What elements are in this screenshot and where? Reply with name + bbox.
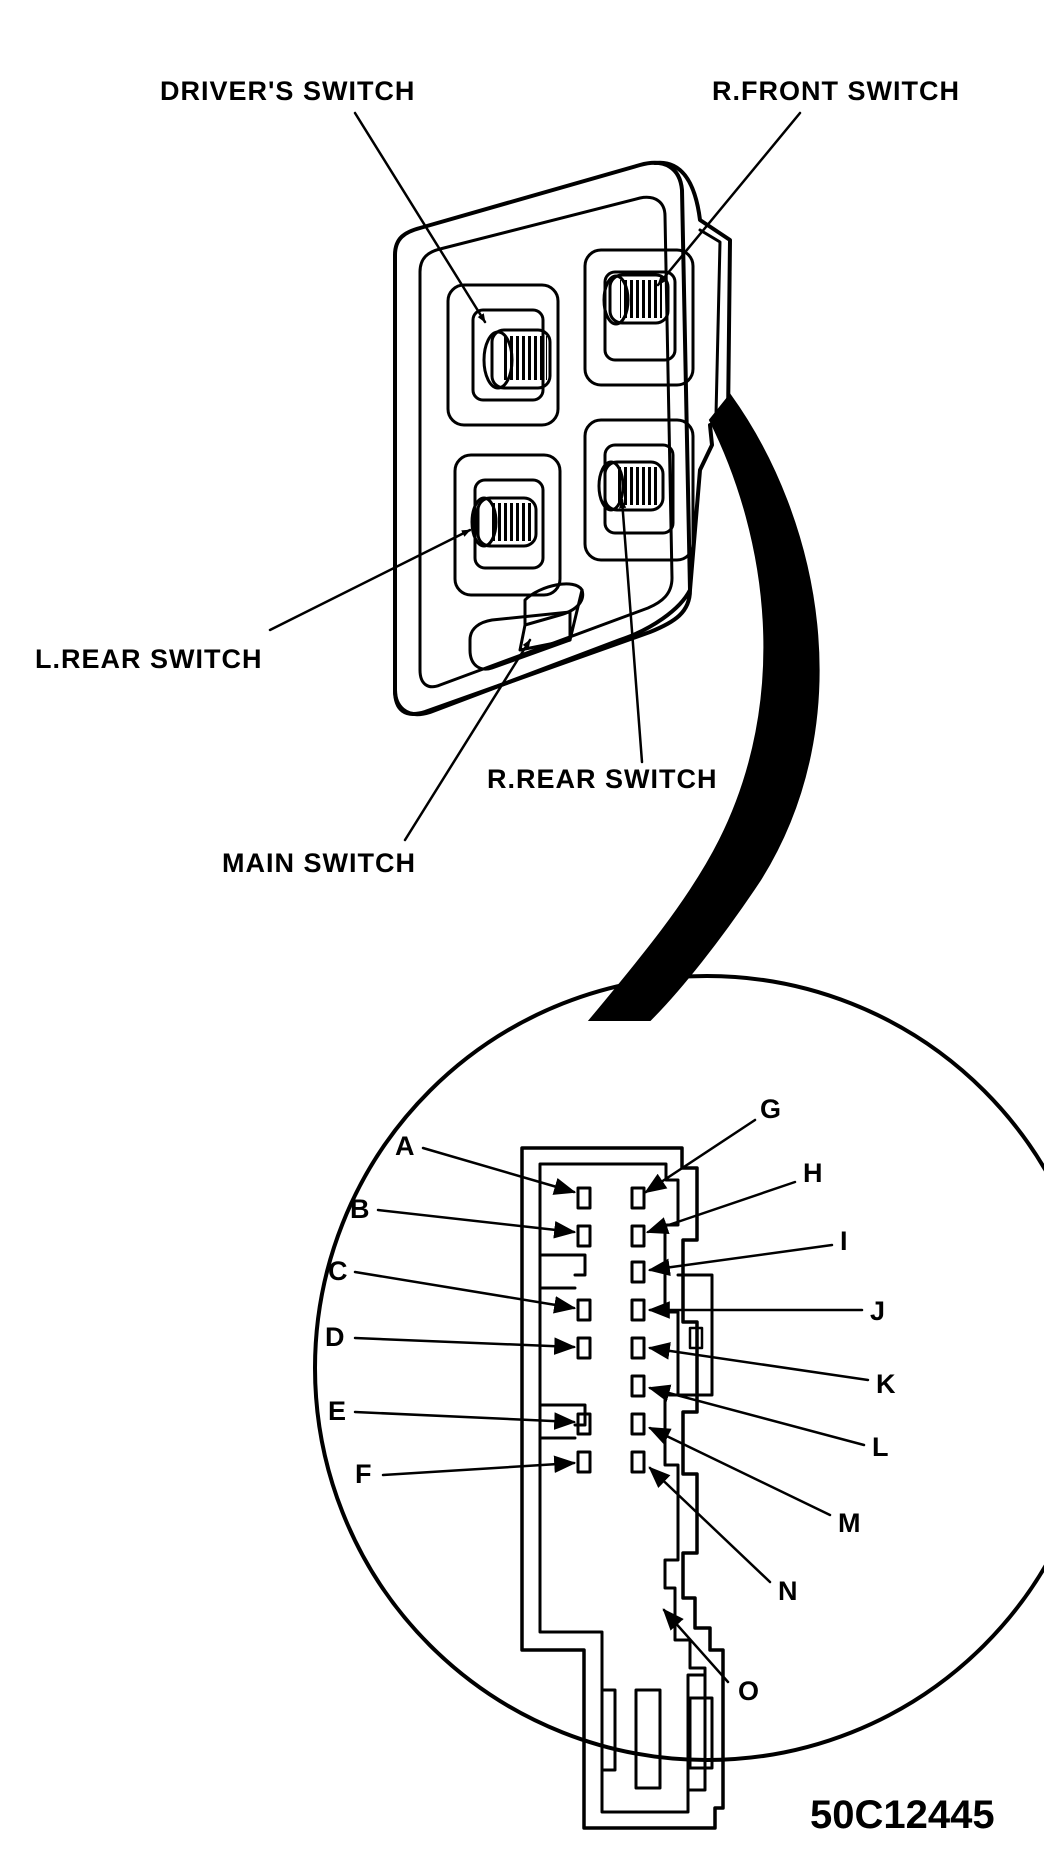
pin-label-c: C [328, 1256, 348, 1286]
connector-magnifier-circle [313, 974, 1044, 1762]
terminal-column-left [576, 1186, 592, 1474]
pin-callout-i: I [647, 1226, 848, 1277]
label-main-switch: MAIN SWITCH [222, 848, 416, 878]
terminal-slot-o [634, 1688, 662, 1790]
pin-callout-h: H [645, 1158, 823, 1234]
pin-callout-l: L [647, 1384, 889, 1462]
pin-callout-m: M [648, 1426, 861, 1538]
pin-callout-d: D [325, 1322, 577, 1355]
switch-well-l-rear [453, 453, 562, 597]
pin-callout-c: C [328, 1256, 577, 1314]
callout-drivers-switch: DRIVER'S SWITCH [160, 76, 487, 324]
housing-face [393, 160, 692, 716]
pin-callout-n: N [648, 1466, 798, 1606]
pin-callout-f: F [355, 1455, 577, 1489]
pin-callout-j: J [647, 1296, 885, 1326]
pin-label-l: L [872, 1432, 889, 1462]
callout-l-rear-switch: L.REAR SWITCH [35, 528, 472, 674]
pin-callout-e: E [328, 1396, 577, 1430]
pin-label-m: M [838, 1508, 861, 1538]
connector-outline-outer [520, 1146, 725, 1830]
switch-assembly [393, 160, 820, 1021]
pin-label-e: E [328, 1396, 346, 1426]
label-r-rear-switch: R.REAR SWITCH [487, 764, 718, 794]
figure-id: 50C12445 [810, 1793, 995, 1837]
pin-callout-k: K [647, 1342, 896, 1399]
label-l-rear-switch: L.REAR SWITCH [35, 644, 262, 674]
connector-detail: A B C D E F G H [313, 974, 1044, 1830]
pin-callout-a: A [395, 1131, 577, 1195]
label-drivers-switch: DRIVER'S SWITCH [160, 76, 415, 106]
knob-r-front-switch [602, 273, 670, 326]
knob-drivers-switch [482, 328, 552, 390]
pin-label-i: I [840, 1226, 848, 1256]
pin-label-h: H [803, 1158, 823, 1188]
knob-r-rear-switch [597, 460, 665, 512]
pin-label-o: O [738, 1676, 759, 1706]
label-r-front-switch: R.FRONT SWITCH [712, 76, 960, 106]
pin-label-j: J [870, 1296, 885, 1326]
pin-label-n: N [778, 1576, 798, 1606]
housing-side [393, 160, 732, 717]
callout-main-switch: MAIN SWITCH [222, 638, 532, 878]
pin-label-d: D [325, 1322, 345, 1352]
pin-label-k: K [876, 1369, 896, 1399]
housing-bezel [418, 195, 674, 689]
pin-label-g: G [760, 1094, 781, 1124]
wire-harness [587, 393, 820, 1021]
pin-label-b: B [350, 1194, 370, 1224]
pin-callout-g: G [644, 1094, 781, 1194]
pin-label-f: F [355, 1459, 372, 1489]
callout-r-front-switch: R.FRONT SWITCH [656, 76, 960, 287]
switch-well-r-front [583, 248, 695, 387]
main-switch-lever [468, 582, 585, 671]
pin-label-a: A [395, 1131, 415, 1161]
pin-callout-o: O [662, 1608, 759, 1706]
connector-outline-inner [538, 1162, 707, 1814]
callout-r-rear-switch: R.REAR SWITCH [487, 498, 718, 794]
knob-l-rear-switch [470, 496, 538, 548]
pin-callout-b: B [350, 1194, 577, 1239]
terminal-column-right [630, 1186, 646, 1474]
